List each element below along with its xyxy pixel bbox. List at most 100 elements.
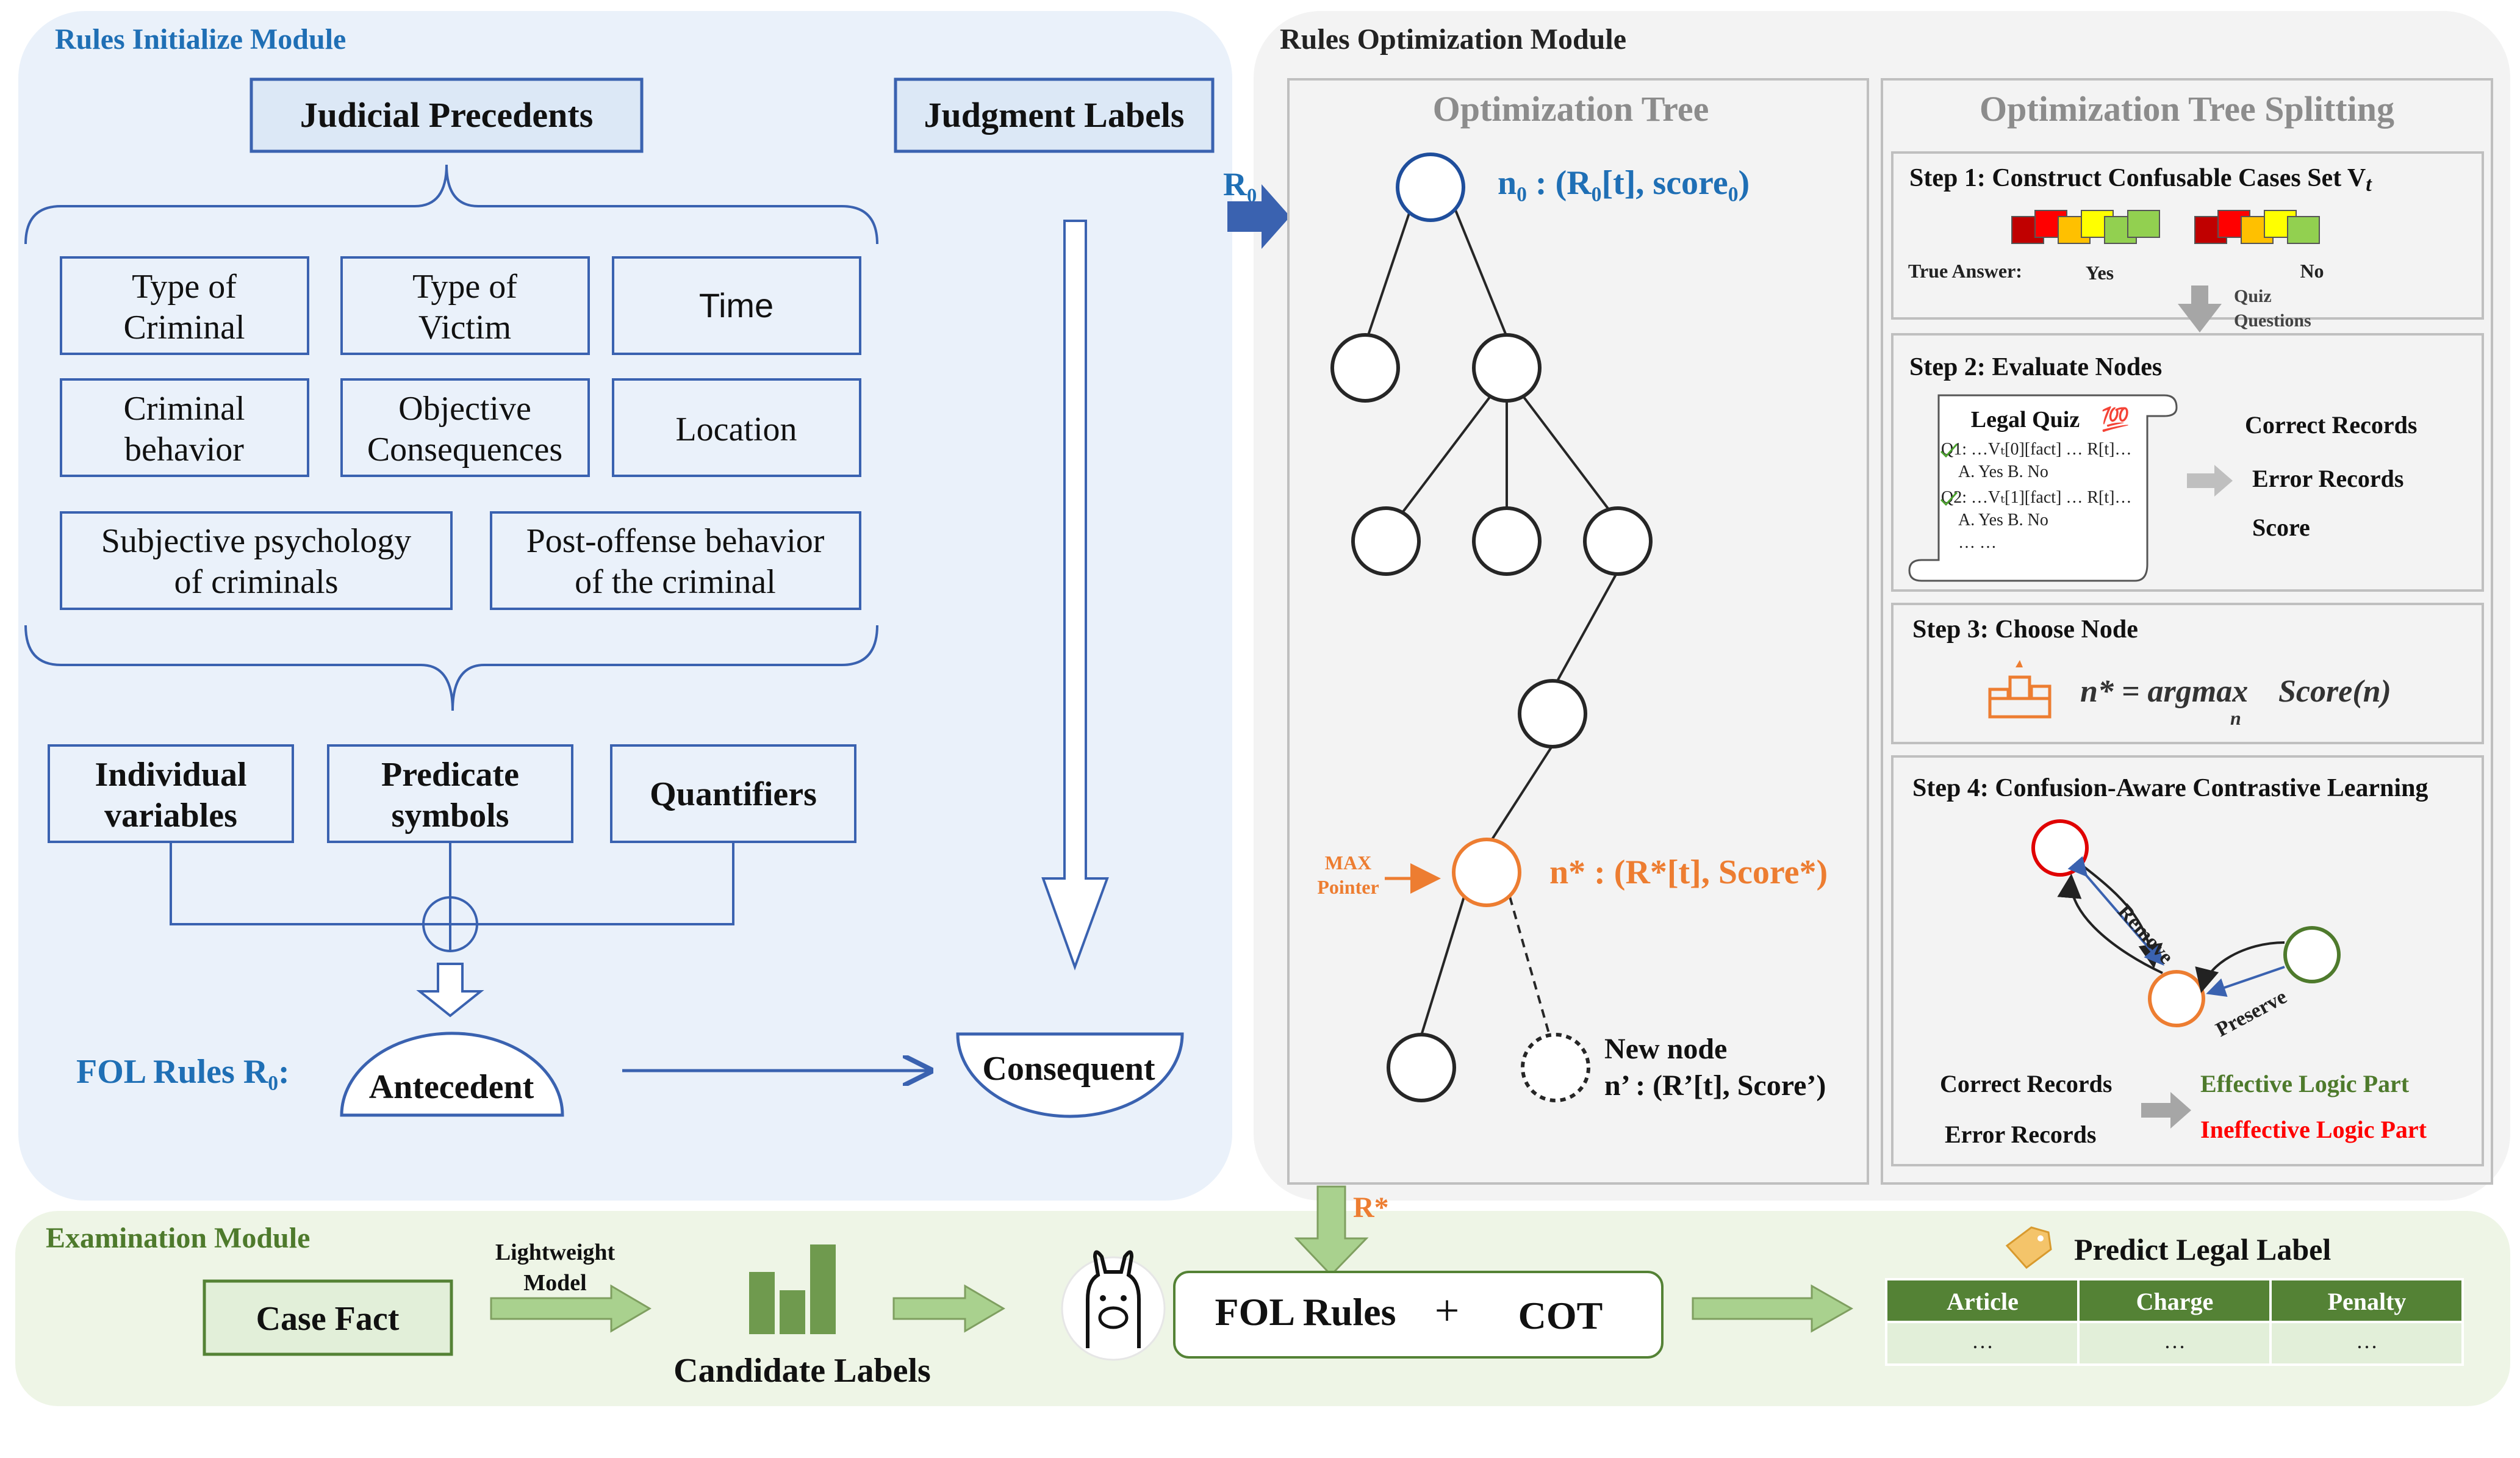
step4-title: Step 4: Confusion-Aware Contrastive Lear… [1912,774,2428,802]
table-header-penalty: Penalty [2328,1288,2407,1315]
individual-variables-l2: variables [104,797,237,835]
element-objective-l2: Consequences [367,431,562,469]
element-subjective-l1: Subjective psychology [101,522,412,560]
predict-legal-label: Predict Legal Label [2074,1232,2331,1266]
new-node-l1: New node [1604,1033,1727,1065]
predicate-symbols-l1: Predicate [381,756,519,794]
error-records-output: Error Records [2252,465,2403,492]
antecedent-label: Antecedent [369,1068,534,1106]
element-type-criminal-l1: Type of [132,268,237,306]
top-brace [24,164,878,245]
tag-icon [2005,1226,2052,1269]
llama-logo-icon [1061,1250,1166,1361]
plus-sign: + [1435,1286,1460,1335]
optimization-tree-panel [1287,78,1869,1185]
no-cards [2194,210,2320,244]
table-cell-charge: … [2164,1329,2186,1353]
individual-variables-l1: Individual [95,756,246,794]
candidate-to-llm-arrow [892,1284,1005,1333]
step2-arrow-icon [2187,465,2233,497]
label-table [1885,1278,2464,1366]
consequent-label: Consequent [982,1050,1155,1088]
element-time: Time [699,286,774,325]
quiz-q1-options: A. Yes B. No [1958,462,2048,481]
tree-node [1583,506,1653,576]
quiz-questions-l1: Quiz [2234,286,2272,306]
opt-module-title: Rules Optimization Module [1280,23,1626,56]
max-pointer-l1: MAX [1325,852,1371,874]
element-boxes [60,256,861,610]
judgment-labels-label: Judgment Labels [924,95,1184,135]
preserve-arrow [2206,966,2285,997]
element-type-victim-l2: Victim [418,309,511,347]
quiz-ellipsis: … … [1958,533,1997,552]
check-mark-icon [1940,443,1958,506]
quiz-q2: Q2: …Vₜ[1][fact] … R[t]… [1941,488,2131,507]
init-module-title: Rules Initialize Module [55,23,346,56]
lightweight-model-l2: Model [523,1270,586,1296]
true-answer-label: True Answer: [1908,260,2022,282]
tree-node [1472,333,1542,403]
max-pointer-l2: Pointer [1317,876,1379,898]
down-arrow-icon [416,963,484,1018]
red-node [2031,819,2089,877]
r-star-arrow-icon [1294,1185,1369,1277]
correct-records-output: Correct Records [2245,411,2417,439]
element-type-criminal-l2: Criminal [123,309,245,347]
quiz-q2-options: A. Yes B. No [1958,511,2048,530]
case-card [2127,210,2160,238]
antecedent-shape [340,1032,564,1117]
step1-down-arrow-icon [2178,285,2222,332]
r0-label: R₀ [1223,166,1257,203]
step2-title: Step 2: Evaluate Nodes [1909,353,2162,381]
candidate-labels-icon [749,1244,836,1334]
formula-right: Score(n) [2278,674,2391,709]
case-fact-box [203,1279,453,1356]
r0-arrow-icon [1227,184,1290,249]
step1-title: Step 1: Construct Confusable Cases Set V… [1909,164,2372,196]
judicial-precedents-label: Judicial Precedents [300,95,594,135]
yes-cards [2011,210,2160,244]
element-post-offense-l2: of the criminal [575,563,776,601]
element-post-offense-l1: Post-offense behavior [526,522,825,560]
case-card [2287,216,2320,244]
predicate-symbols-l2: symbols [392,797,509,835]
init-module-bg [18,11,1232,1201]
ineffective-logic-part: Ineffective Logic Part [2200,1116,2427,1143]
formula-left: n* = argmax [2080,674,2248,709]
splitting-title: Optimization Tree Splitting [1980,89,2394,129]
element-subjective-l2: of criminals [174,563,338,601]
table-cell-penalty: … [2356,1329,2378,1353]
tree-edges [1366,185,1618,1036]
effective-logic-part: Effective Logic Part [2200,1070,2410,1097]
tree-node [1387,1033,1456,1102]
legal-quiz-scroll-icon [1908,394,2178,582]
step4-correct-records: Correct Records [1940,1070,2112,1097]
best-node [1452,838,1521,907]
fol-cot-box [1173,1271,1664,1359]
preserve-curve [2195,941,2285,993]
table-header-article: Article [1947,1288,2019,1315]
exam-cot: COT [1518,1294,1603,1337]
candidate-labels-label: Candidate Labels [673,1352,931,1390]
new-node-l2: n’ : (R’[t], Score’) [1604,1069,1826,1102]
tree-title: Optimization Tree [1433,89,1709,129]
tree-node [1351,506,1421,576]
exam-module-title: Examination Module [46,1222,310,1254]
tree-node [1472,506,1542,576]
step4-error-records: Error Records [1945,1121,2096,1148]
exam-fol-rules: FOL Rules [1215,1290,1396,1334]
step3-title: Step 3: Choose Node [1912,616,2138,644]
case-to-model-arrow [490,1284,652,1333]
judgment-down-arrow [1041,220,1109,971]
consequent-shape [956,1032,1184,1118]
lightweight-model-l1: Lightweight [495,1240,616,1265]
quiz-questions-l2: Questions [2234,311,2311,331]
no-label: No [2300,260,2324,282]
element-type-victim-l1: Type of [412,268,517,306]
judgment-labels-box [894,77,1215,153]
table-header-charge: Charge [2136,1288,2214,1315]
table-cell-article: … [1972,1329,1994,1353]
